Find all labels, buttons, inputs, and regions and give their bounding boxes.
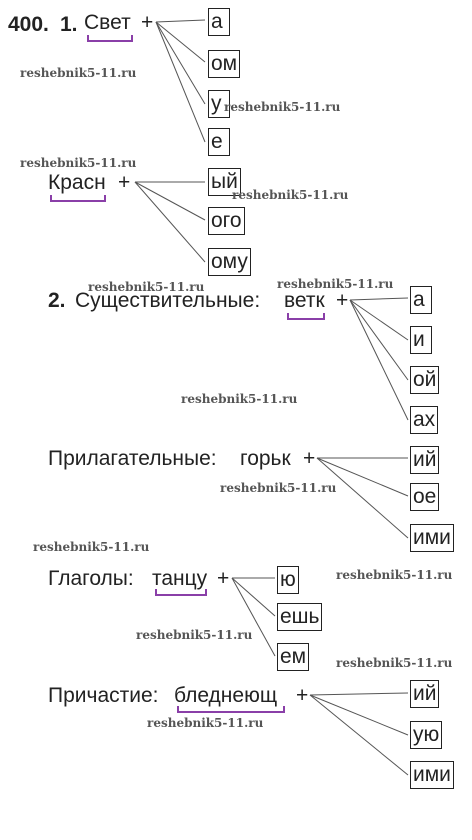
stem-gork: горьк (240, 447, 291, 470)
ending-box: у (208, 90, 230, 118)
ending-box: ешь (277, 603, 323, 631)
category-nouns: Существительные: (75, 289, 261, 312)
plus-sign: + (296, 684, 309, 707)
part-2-label: 2. (48, 289, 66, 312)
plus-sign: + (118, 171, 131, 194)
root-mark (177, 706, 285, 713)
category-participle: Причастие: (48, 684, 159, 707)
watermark: reshebnik5-11.ru (147, 716, 264, 730)
category-adjectives: Прилагательные: (48, 447, 217, 470)
watermark: reshebnik5-11.ru (20, 66, 137, 80)
root-mark (87, 35, 133, 42)
plus-sign: + (336, 289, 349, 312)
plus-sign: + (141, 11, 154, 34)
ending-box: ую (410, 721, 443, 749)
ending-box: ом (208, 50, 241, 78)
stem-bledneyushch: бледнеющ (174, 684, 278, 707)
ending-box: ем (277, 643, 310, 671)
stem-vetk: ветк (284, 289, 325, 312)
category-verbs: Глаголы: (48, 567, 134, 590)
ending-box: ого (208, 207, 245, 235)
watermark: reshebnik5-11.ru (20, 156, 137, 170)
plus-sign: + (217, 567, 230, 590)
root-mark (287, 313, 325, 320)
ending-box: ю (277, 566, 299, 594)
watermark: reshebnik5-11.ru (224, 100, 341, 114)
ending-box: ими (410, 524, 454, 552)
watermark: reshebnik5-11.ru (336, 656, 453, 670)
ending-box: ими (410, 761, 454, 789)
watermark: reshebnik5-11.ru (181, 392, 298, 406)
ending-box: е (208, 128, 230, 156)
ending-box: ый (208, 168, 241, 196)
ending-box: а (208, 8, 230, 36)
watermark: reshebnik5-11.ru (336, 568, 453, 582)
ending-box: ой (410, 366, 440, 394)
watermark: reshebnik5-11.ru (232, 188, 349, 202)
ending-box: и (410, 326, 432, 354)
watermark: reshebnik5-11.ru (33, 540, 150, 554)
root-mark (50, 195, 106, 202)
ending-box: ах (410, 406, 439, 434)
stem-tantsu: танцу (152, 567, 208, 590)
plus-sign: + (303, 447, 316, 470)
exercise-number: 400. (8, 13, 49, 36)
stem-svet: Свет (84, 11, 131, 34)
watermark: reshebnik5-11.ru (220, 481, 337, 495)
part-1-label: 1. (60, 13, 78, 36)
ending-box: ий (410, 680, 440, 708)
ending-box: а (410, 286, 432, 314)
ending-box: ому (208, 248, 251, 276)
watermark: reshebnik5-11.ru (277, 277, 394, 291)
watermark: reshebnik5-11.ru (88, 280, 205, 294)
watermark: reshebnik5-11.ru (136, 628, 253, 642)
root-mark (155, 589, 207, 596)
ending-box: ое (410, 483, 440, 511)
ending-box: ий (410, 446, 440, 474)
stem-krasn: Красн (48, 171, 106, 194)
